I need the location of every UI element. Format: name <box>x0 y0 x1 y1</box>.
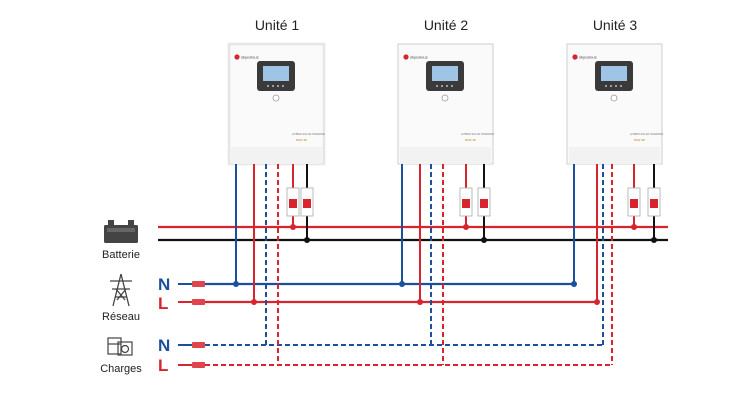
unit-1-title: Unité 1 <box>255 17 300 33</box>
battery-label: Batterie <box>102 249 140 261</box>
unit-2-brand: skycolous <box>410 55 428 60</box>
unit-1-model: HYBRID SOLAR INVERTER <box>292 132 325 136</box>
unit-3-model: HYBRID SOLAR INVERTER <box>630 132 663 136</box>
unit-3-rating: 5KW 48 <box>634 138 645 142</box>
brand-logo-icon <box>403 54 409 60</box>
grid-neutral-plug-icon <box>178 281 205 287</box>
appliance-icon <box>107 337 133 356</box>
breaker-toggle-icon <box>289 199 297 208</box>
unit-2-power-button-icon <box>441 94 449 102</box>
unit-1-brand: skycolous <box>241 55 259 60</box>
unit-3-brand: skycolous <box>579 55 597 60</box>
load-line-letter: L <box>158 356 168 375</box>
unit-1-rating: 5KW 48 <box>296 138 307 142</box>
dc-breakers-unit-1 <box>286 187 314 217</box>
loads-label: Charges <box>100 363 142 375</box>
breaker-toggle-icon <box>650 199 658 208</box>
unit-3-wiring <box>573 164 655 365</box>
power-tower-icon <box>110 273 132 307</box>
grid-line-plug-icon <box>178 299 205 305</box>
grid-neutral-letter: N <box>158 275 170 294</box>
load-neutral-letter: N <box>158 336 170 355</box>
load-neutral-plug-icon <box>178 342 205 348</box>
breaker-toggle-icon <box>303 199 311 208</box>
unit-1-power-button-icon <box>272 94 280 102</box>
grid-label: Réseau <box>102 311 140 323</box>
grid-line-letter: L <box>158 294 168 313</box>
unit-3-title: Unité 3 <box>593 17 638 33</box>
inverter-unit-3: skycolous HYBRID SOLAR INVERTER 5KW 48 <box>566 43 663 165</box>
junction-dots <box>233 224 657 305</box>
brand-logo-icon <box>234 54 240 60</box>
unit-2-model: HYBRID SOLAR INVERTER <box>461 132 494 136</box>
breaker-toggle-icon <box>480 199 488 208</box>
dc-breakers-unit-2 <box>459 187 491 217</box>
dc-breakers-unit-3 <box>627 187 661 217</box>
unit-3-lcd-screen <box>601 66 627 81</box>
load-line-plug-icon <box>178 362 205 368</box>
brand-logo-icon <box>572 54 578 60</box>
battery-icon <box>104 220 138 243</box>
unit-2-title: Unité 2 <box>424 17 469 33</box>
breaker-toggle-icon <box>462 199 470 208</box>
inverter-unit-2: skycolous HYBRID SOLAR INVERTER 5KW 48 <box>397 43 494 165</box>
unit-3-power-button-icon <box>610 94 618 102</box>
inverter-unit-1: skycolous HYBRID SOLAR INVERTER 5KW 48 <box>227 42 326 166</box>
unit-2-rating: 5KW 48 <box>465 138 476 142</box>
unit-1-lcd-screen <box>263 66 289 81</box>
unit-2-lcd-screen <box>432 66 458 81</box>
breaker-toggle-icon <box>630 199 638 208</box>
